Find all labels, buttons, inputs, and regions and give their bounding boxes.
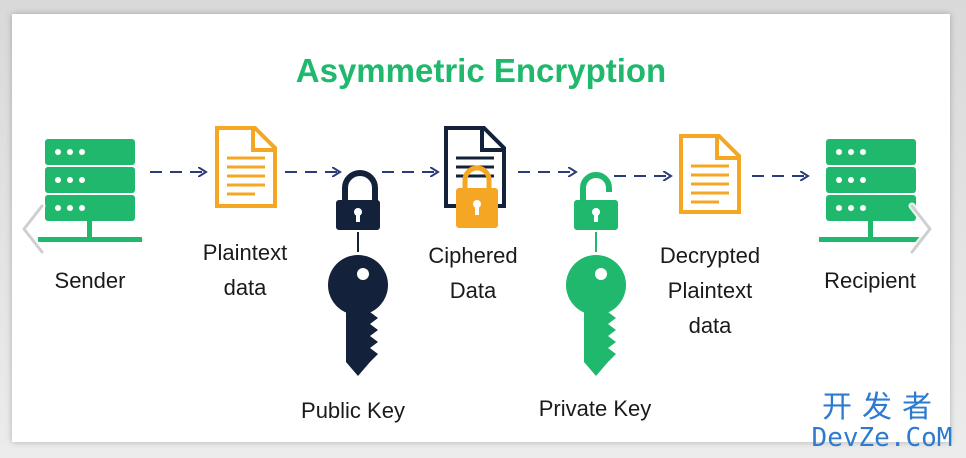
previous-slide-chevron-icon[interactable] xyxy=(16,200,50,258)
private-key-icon xyxy=(566,255,626,376)
plaintext-document-icon xyxy=(215,126,277,208)
watermark-chinese-text: 开发者 xyxy=(822,390,942,425)
diagram-title: Asymmetric Encryption xyxy=(295,52,667,89)
public-key-icon xyxy=(328,255,388,376)
sender-label: Sender xyxy=(54,268,126,293)
ciphered-document-icon xyxy=(444,126,506,228)
next-slide-chevron-icon[interactable] xyxy=(904,200,938,258)
decrypted-label: Decrypted Plaintext data xyxy=(659,243,761,338)
public-key-label: Public Key xyxy=(301,398,405,423)
private-key-label: Private Key xyxy=(538,396,652,421)
site-watermark: 开发者 DevZe.CoM xyxy=(806,390,958,453)
recipient-server-icon xyxy=(819,139,923,242)
public-padlock-icon xyxy=(336,170,380,230)
sender-server-icon xyxy=(38,139,142,242)
watermark-domain-text: DevZe.CoM xyxy=(811,423,953,453)
decrypted-document-icon xyxy=(679,134,741,214)
ciphered-label: Ciphered Data xyxy=(428,243,518,303)
plaintext-label: Plaintext data xyxy=(202,240,288,300)
private-padlock-icon xyxy=(574,172,618,230)
recipient-label: Recipient xyxy=(824,268,916,293)
